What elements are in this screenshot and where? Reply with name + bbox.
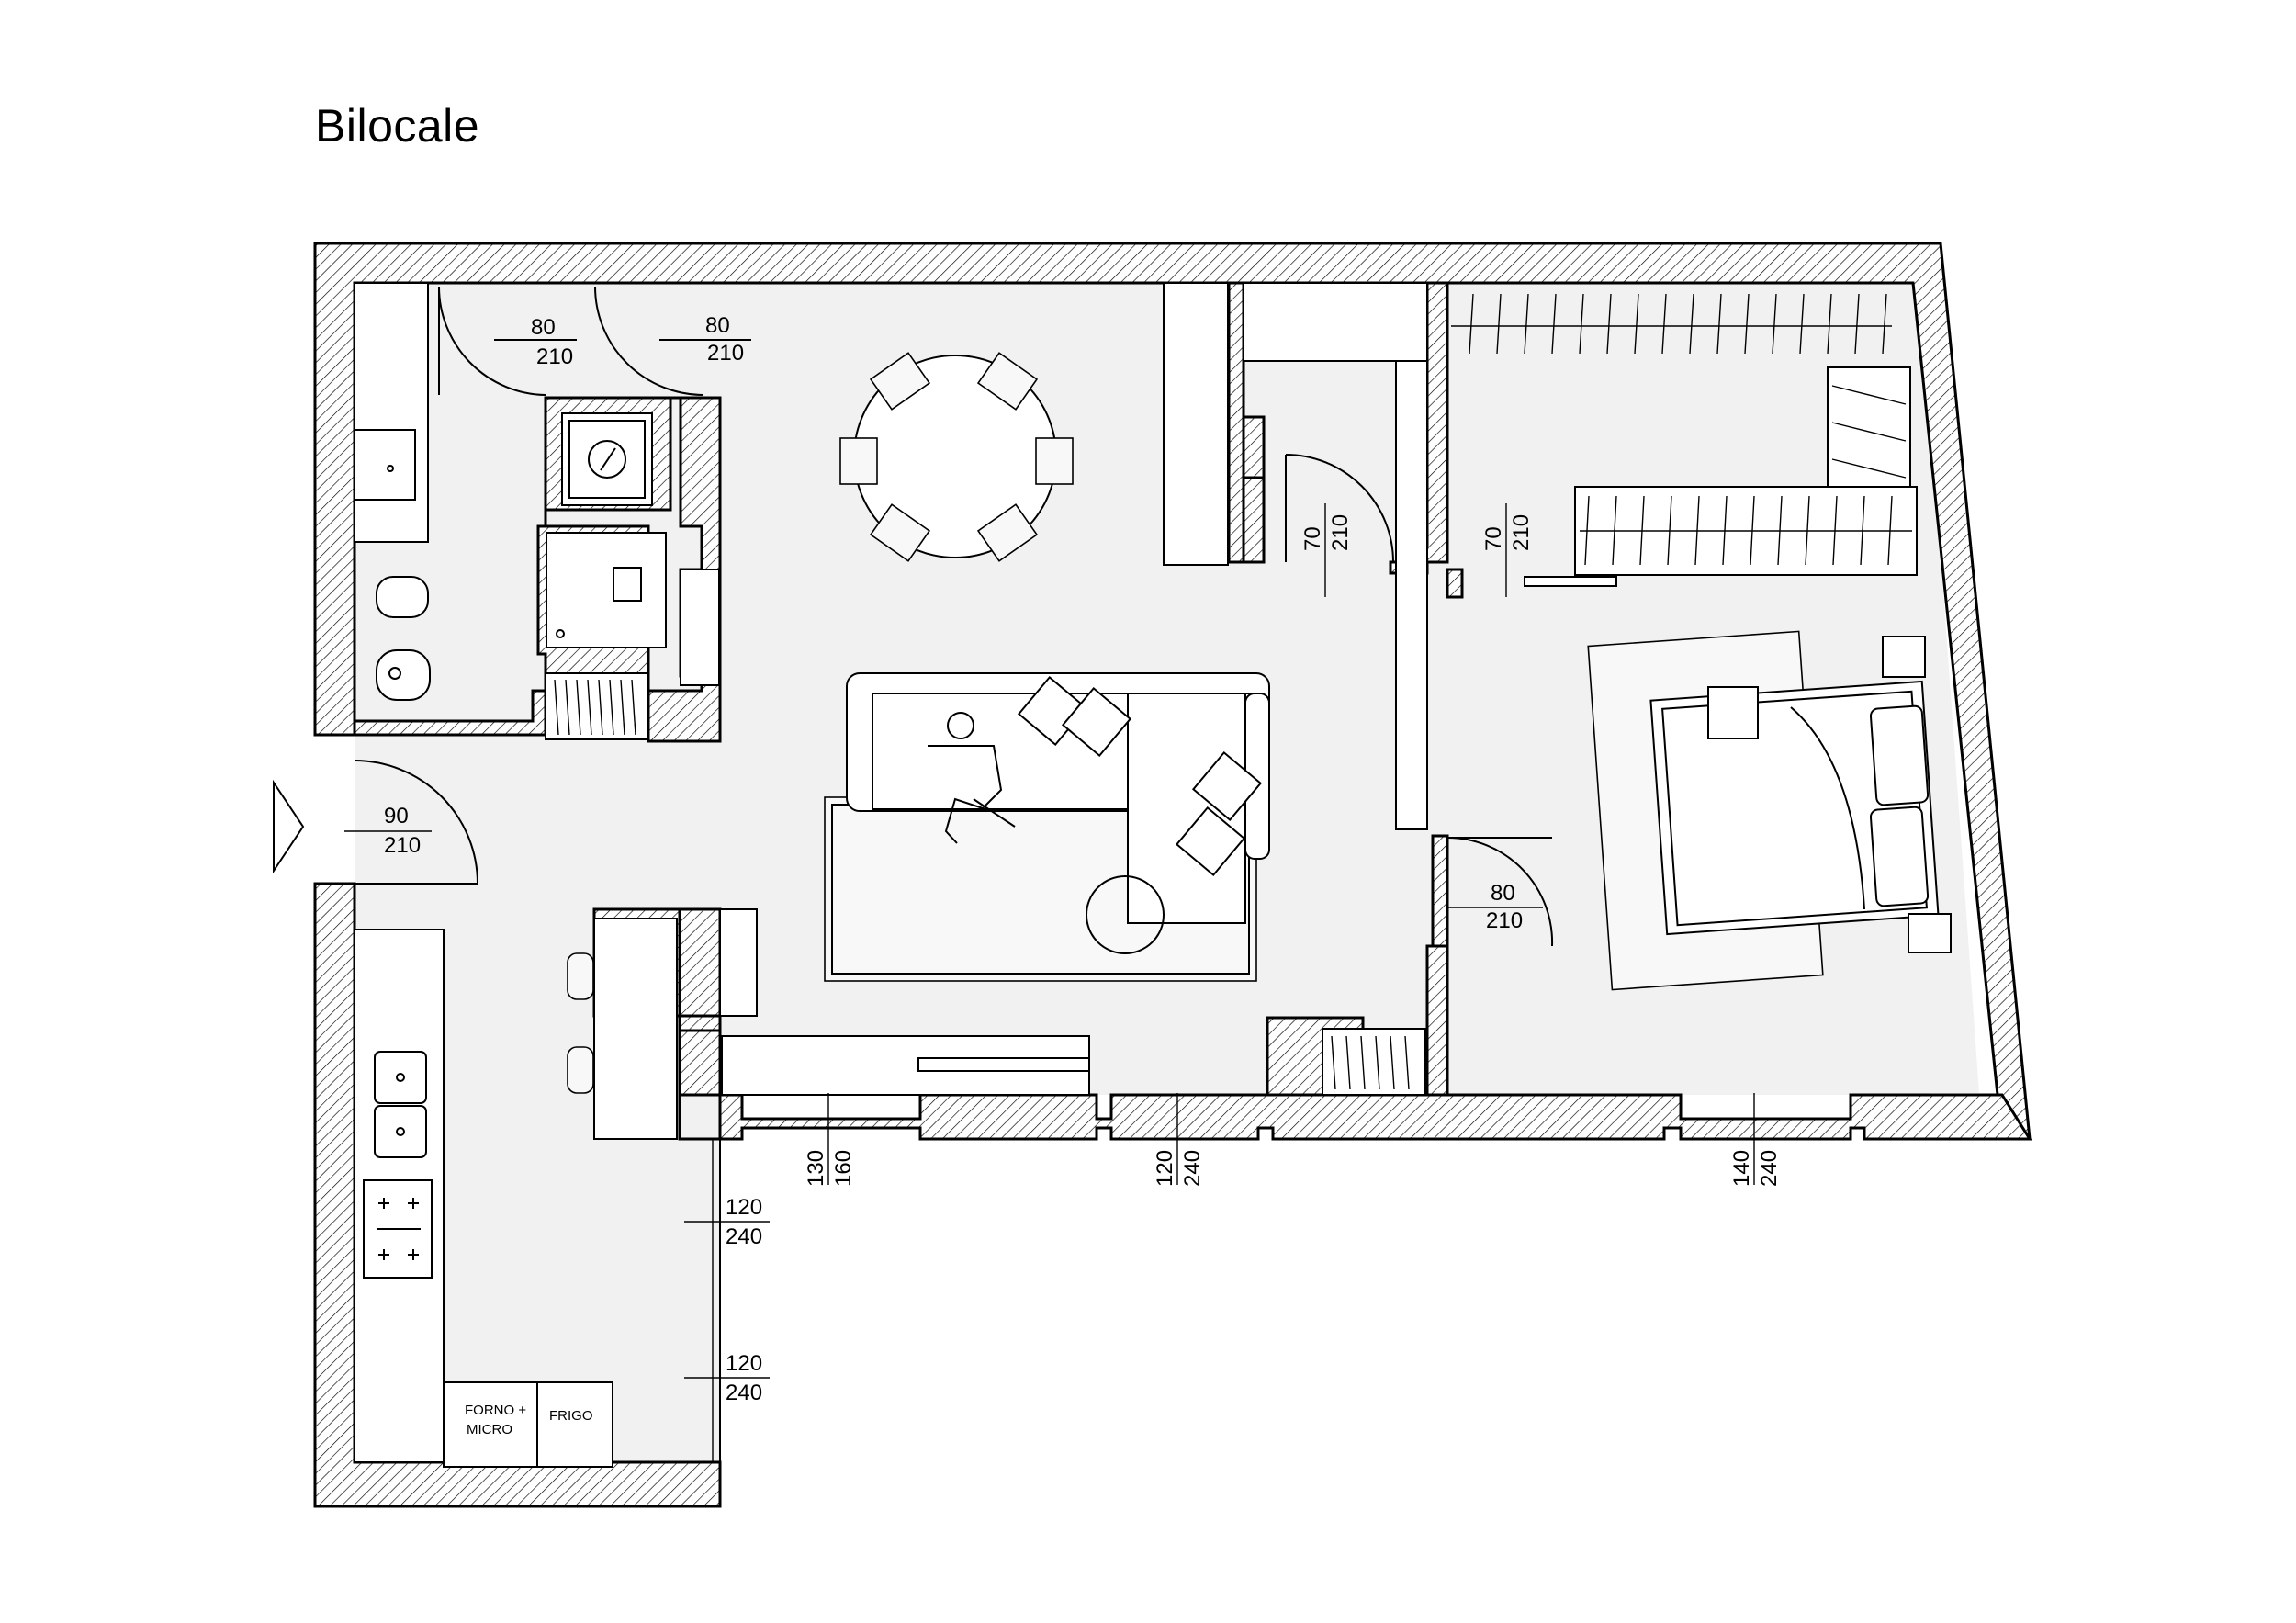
living-cabinet xyxy=(719,908,1426,1096)
window-living-2-height: 240 xyxy=(1180,1150,1205,1187)
oven-label: FORNO + xyxy=(465,1403,526,1418)
walk-in-closet xyxy=(1451,293,1918,587)
closet-door-width: 70 xyxy=(1481,526,1506,551)
kitchen xyxy=(354,918,678,1468)
window-kitchen-1-height: 240 xyxy=(726,1224,762,1249)
window-bedroom-width: 140 xyxy=(1729,1150,1754,1187)
dimension-lines xyxy=(344,503,1755,1379)
window-kitchen-1-width: 120 xyxy=(726,1195,762,1220)
dimension-labels: 80 210 80 210 90 210 80 210 70 210 70 21… xyxy=(384,313,1782,1405)
hall-door-width: 70 xyxy=(1300,526,1325,551)
hall-door xyxy=(1285,454,1394,563)
micro-label: MICRO xyxy=(467,1422,512,1437)
bath-door-2-width: 80 xyxy=(705,313,730,338)
window-living-1-height: 160 xyxy=(831,1150,856,1187)
bathroom-doors xyxy=(438,282,751,396)
bedroom-door-height: 210 xyxy=(1486,908,1523,933)
bath-door-2-height: 210 xyxy=(707,341,744,366)
hall-door-height: 210 xyxy=(1328,514,1353,551)
bathroom-fixtures xyxy=(354,282,720,740)
fridge-label: FRIGO xyxy=(549,1408,593,1424)
living-room xyxy=(824,672,1270,982)
window-living-2-width: 120 xyxy=(1153,1150,1177,1187)
window-bedroom-height: 240 xyxy=(1757,1150,1782,1187)
entry xyxy=(273,760,478,885)
bath-door-1-width: 80 xyxy=(531,315,556,340)
person-figure xyxy=(928,712,1016,844)
bedroom-door xyxy=(1446,837,1554,947)
entry-door-width: 90 xyxy=(384,804,409,828)
entry-door-height: 210 xyxy=(384,833,421,858)
window-living-1-width: 130 xyxy=(804,1150,828,1187)
closet-door-height: 210 xyxy=(1509,514,1534,551)
window-kitchen-2-width: 120 xyxy=(726,1351,762,1376)
plan-title: Bilocale xyxy=(315,100,480,152)
bedroom xyxy=(1587,630,1952,991)
appliance-labels: FORNO + MICRO FRIGO xyxy=(465,1403,593,1437)
dining-set xyxy=(839,352,1074,562)
window-kitchen-2-height: 240 xyxy=(726,1381,762,1405)
hall-storage xyxy=(1163,282,1428,830)
bedroom-door-width: 80 xyxy=(1491,881,1515,906)
exterior-walls xyxy=(313,242,2032,1508)
bath-door-1-height: 210 xyxy=(536,344,573,369)
